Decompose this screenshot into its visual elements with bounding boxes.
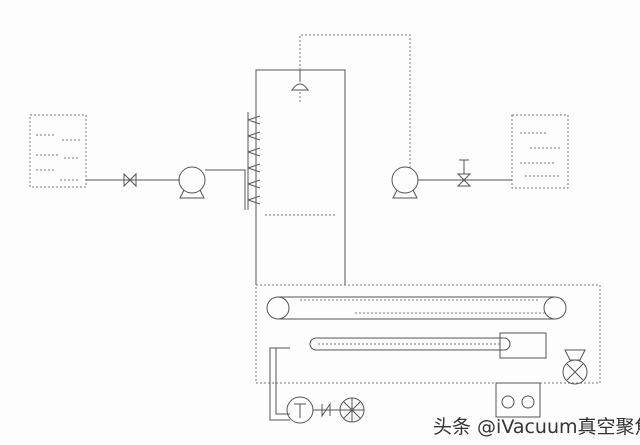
discharge-hopper-icon: [562, 349, 588, 385]
right-valve-icon: [456, 159, 472, 187]
top-feed-pipe: [299, 34, 411, 168]
left-feed-tank: [29, 114, 87, 188]
top-spray-nozzle-icon: [291, 70, 309, 104]
vacuum-pump-icon: [339, 397, 365, 423]
left-valve-icon: [123, 172, 137, 188]
vacuum-valve-icon: [321, 402, 331, 418]
left-pump-icon: [178, 166, 206, 199]
watermark: 头条 @iVacuum真空聚焦: [433, 416, 640, 438]
right-feed-tank: [511, 114, 569, 189]
drying-tower: [255, 69, 346, 285]
discharge-box: [499, 332, 547, 359]
conveyor-belt: [266, 296, 567, 320]
spray-nozzle-array-icon: [247, 112, 261, 210]
product-container: [495, 382, 541, 418]
condenser-tank-icon: [286, 396, 314, 424]
right-pump-icon: [391, 166, 419, 199]
heating-coil: [309, 337, 511, 351]
conveyor-housing: [255, 284, 601, 384]
spray-feed-pipe: [205, 169, 246, 210]
